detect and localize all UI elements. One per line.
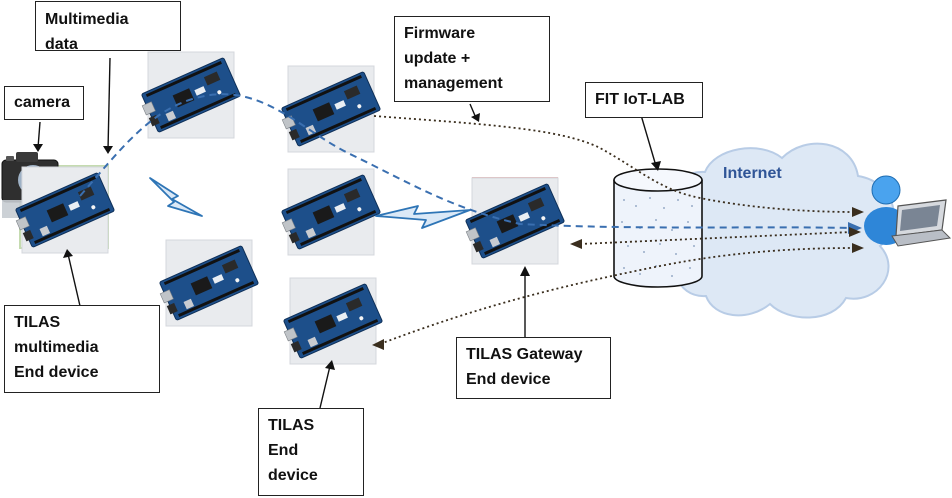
- arduino-mega-board-icon: [279, 277, 384, 365]
- wireless-link-icon: [149, 177, 203, 217]
- label-line: TILAS Gateway: [466, 346, 583, 363]
- label-line: End device: [14, 364, 99, 381]
- camera-label: camera: [4, 86, 84, 120]
- fit-iot-lab-label: FIT IoT-LAB: [585, 82, 703, 118]
- label-line: data: [45, 36, 78, 53]
- arduino-mega-board-icon: [461, 177, 566, 265]
- arduino-mega-board-icon: [277, 65, 382, 153]
- arduino-mega-board-icon: [11, 166, 116, 254]
- label-line: End device: [466, 371, 551, 388]
- label-line: FIT IoT-LAB: [595, 91, 685, 108]
- label-line: management: [404, 75, 503, 92]
- label-line: TILAS: [14, 314, 61, 331]
- firmware-management-label: Firmware update + management: [394, 16, 550, 102]
- arduino-mega-board-icon: [155, 239, 260, 327]
- internet-label: Internet: [723, 165, 782, 182]
- label-line: TILAS: [268, 417, 315, 434]
- wireless-link-icon: [375, 205, 471, 229]
- label-line: camera: [14, 94, 71, 111]
- multimedia-data-label: Multimedia data: [35, 1, 181, 53]
- user-laptop-icon: [864, 175, 952, 247]
- tilas-gateway-end-device-label: TILAS Gateway End device: [456, 337, 611, 399]
- tilas-multimedia-end-device-label: TILAS multimedia End device: [4, 305, 160, 393]
- management-flows: [373, 115, 857, 345]
- label-line: Firmware: [404, 25, 476, 42]
- label-line: Multimedia: [45, 11, 129, 28]
- label-pointers: [33, 57, 661, 409]
- tilas-end-device-label: TILAS End device: [258, 408, 364, 496]
- management-flow-arrowheads: [372, 207, 864, 350]
- label-line: device: [268, 467, 318, 484]
- internet-cloud-icon: [671, 142, 896, 319]
- label-line: multimedia: [14, 339, 99, 356]
- label-line: update +: [404, 50, 471, 67]
- database-cylinder-icon: [613, 168, 703, 288]
- arduino-mega-board-icon: [277, 168, 382, 256]
- label-line: End: [268, 442, 299, 459]
